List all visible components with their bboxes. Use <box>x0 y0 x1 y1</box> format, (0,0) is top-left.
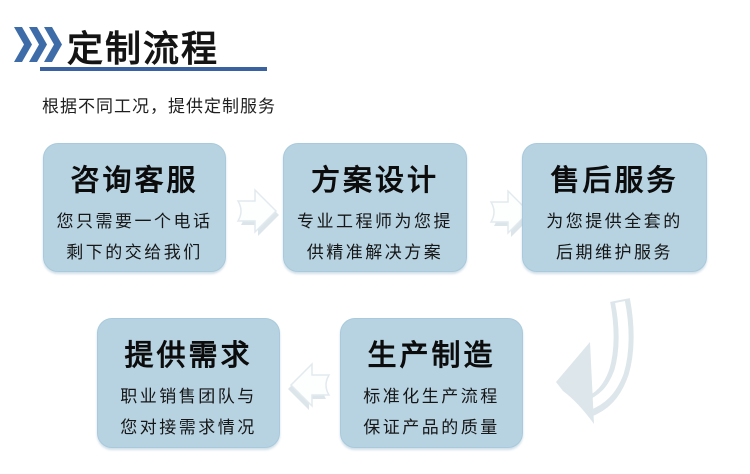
section-subtitle: 根据不同工况，提供定制服务 <box>42 97 276 116</box>
step-card-design: 方案设计 专业工程师为您提 供精准解决方案 <box>283 143 467 272</box>
step-line: 职业销售团队与 <box>120 387 257 406</box>
step-title: 方案设计 <box>310 165 439 197</box>
step-card-manufacturing: 生产制造 标准化生产流程 保证产品的质量 <box>340 318 523 448</box>
step-line: 供精准解决方案 <box>306 243 444 262</box>
step-card-consult: 咨询客服 您只需要一个电话 剩下的交给我们 <box>43 143 226 272</box>
step-line: 剩下的交给我们 <box>66 243 203 262</box>
step-line: 您只需要一个电话 <box>56 212 213 231</box>
triple-chevron-right-icon <box>14 27 62 62</box>
step-card-requirements: 提供需求 职业销售团队与 您对接需求情况 <box>97 318 280 448</box>
step-card-aftersales: 售后服务 为您提供全套的 后期维护服务 <box>522 143 707 272</box>
step-title: 咨询客服 <box>70 165 199 197</box>
step-line: 专业工程师为您提 <box>297 212 453 231</box>
step-title: 提供需求 <box>124 340 253 372</box>
step-line: 您对接需求情况 <box>120 418 257 437</box>
step-line: 保证产品的质量 <box>363 418 500 437</box>
title-underline <box>40 67 267 71</box>
step-line: 标准化生产流程 <box>363 387 500 406</box>
block-arrow-left-icon <box>288 362 331 410</box>
step-title: 生产制造 <box>367 340 496 372</box>
step-line: 为您提供全套的 <box>546 212 683 231</box>
page-title: 定制流程 <box>67 28 220 69</box>
step-line: 后期维护服务 <box>556 243 673 262</box>
curved-down-left-arrow-icon <box>556 298 634 424</box>
block-arrow-right-icon <box>236 188 279 236</box>
step-title: 售后服务 <box>550 165 679 197</box>
